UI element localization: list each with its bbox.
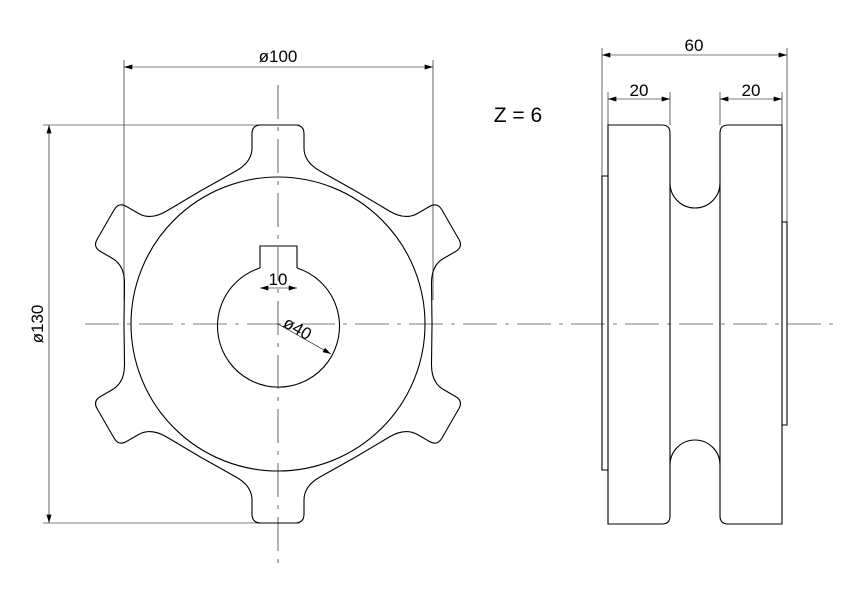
outer-diameter-label: ø130	[28, 305, 47, 344]
dimension-line-bore	[277, 323, 332, 355]
right-hub-boss	[782, 221, 788, 426]
left-hub-boss	[601, 175, 608, 471]
bore-circle	[216, 267, 341, 388]
hub-diameter-label: ø100	[259, 47, 298, 66]
gear-tooth	[94, 190, 202, 324]
front-view: ø100 ø130 10 ø40	[28, 47, 462, 524]
side-view: 60 20 20	[601, 36, 788, 525]
hub-circle	[130, 176, 426, 472]
gear-tooth	[94, 324, 202, 458]
gear-tooth	[354, 324, 462, 458]
keyway-width-label: 10	[269, 270, 288, 289]
sprocket-side-outline	[607, 124, 783, 525]
total-width-label: 60	[685, 36, 704, 55]
tooth-count-label: Z = 6	[494, 104, 542, 127]
bore-diameter-label: ø40	[280, 313, 315, 344]
left-flange-width-label: 20	[630, 81, 649, 100]
right-flange-width-label: 20	[742, 81, 761, 100]
keyway	[259, 245, 298, 268]
gear-tooth	[354, 190, 462, 324]
gear-outline	[94, 124, 462, 524]
